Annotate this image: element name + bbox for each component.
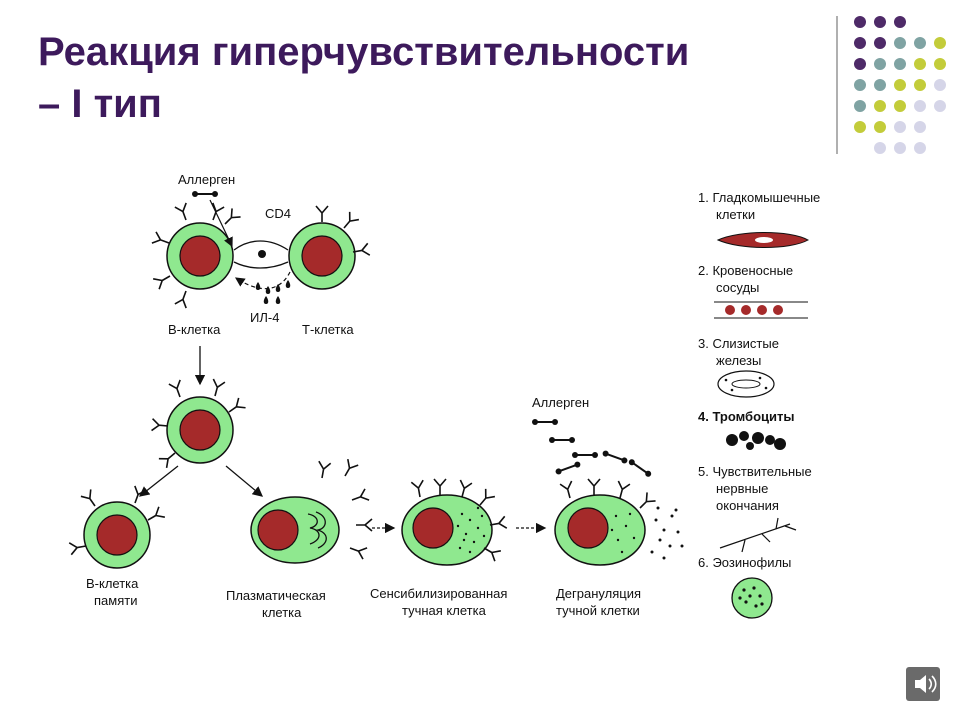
audio-icon[interactable] [906,667,940,701]
nerve-ending-icon [719,517,797,553]
allergen-label-top: Аллерген [178,172,235,187]
legend-5-line-1: 5. Чувствительные [698,464,812,479]
eosinophil-icon [731,577,773,619]
legend-2-line-2: сосуды [716,280,759,295]
legend-1-line-1: 1. Гладкомышечные [698,190,820,205]
b-cell-label: В-клетка [168,322,221,337]
title-line-2: – I тип [38,82,162,126]
degranulation-label-2: тучной клетки [556,603,640,618]
slide-title: Реакция гиперчувствительности – I тип [38,26,838,130]
title-line-1: Реакция гиперчувствительности [38,30,690,74]
b-cell [151,202,242,309]
decorative-dot-grid [854,16,946,154]
legend-3-line-1: 3. Слизистые [698,336,779,351]
legend-6-line-1: 6. Эозинофилы [698,555,791,570]
memory-b-cell [68,485,166,569]
target-legend: 1. Гладкомышечные клетки 2. Кровеносные … [698,190,820,619]
blood-vessel-icon [714,301,808,319]
memory-cell-label-1: В-клетка [86,576,139,591]
platelets-icon [726,431,786,450]
degranulating-mast-cell [554,478,684,566]
legend-3-line-2: железы [716,353,761,368]
cd4-bridge [233,240,289,251]
plasma-cell-label-2: клетка [262,605,302,620]
decorative-divider [836,16,838,154]
t-cell-label: Т-клетка [302,322,354,337]
cd4-label: CD4 [265,206,291,221]
memory-cell-label-2: памяти [94,593,137,608]
legend-5-line-2: нервные [716,481,768,496]
degranulation-label-1: Дегрануляция [556,586,641,601]
sensitized-cell-label-1: Сенсибилизированная [370,586,507,601]
allergen-label-bottom: Аллерген [532,395,589,410]
plasma-cell-label-1: Плазматическая [226,588,326,603]
sensitized-mast-cell [401,478,508,566]
t-cell [288,205,371,290]
activated-b-cell [150,378,247,469]
mucous-gland-icon [717,370,775,398]
legend-2-line-1: 2. Кровеносные [698,263,793,278]
smooth-muscle-icon [716,232,810,248]
il4-label: ИЛ-4 [250,310,279,325]
plasma-cell [250,458,373,564]
legend-4-line-1: 4. Тромбоциты [698,409,794,424]
legend-1-line-2: клетки [716,207,755,222]
legend-5-line-3: окончания [716,498,779,513]
sensitized-cell-label-2: тучная клетка [402,603,487,618]
